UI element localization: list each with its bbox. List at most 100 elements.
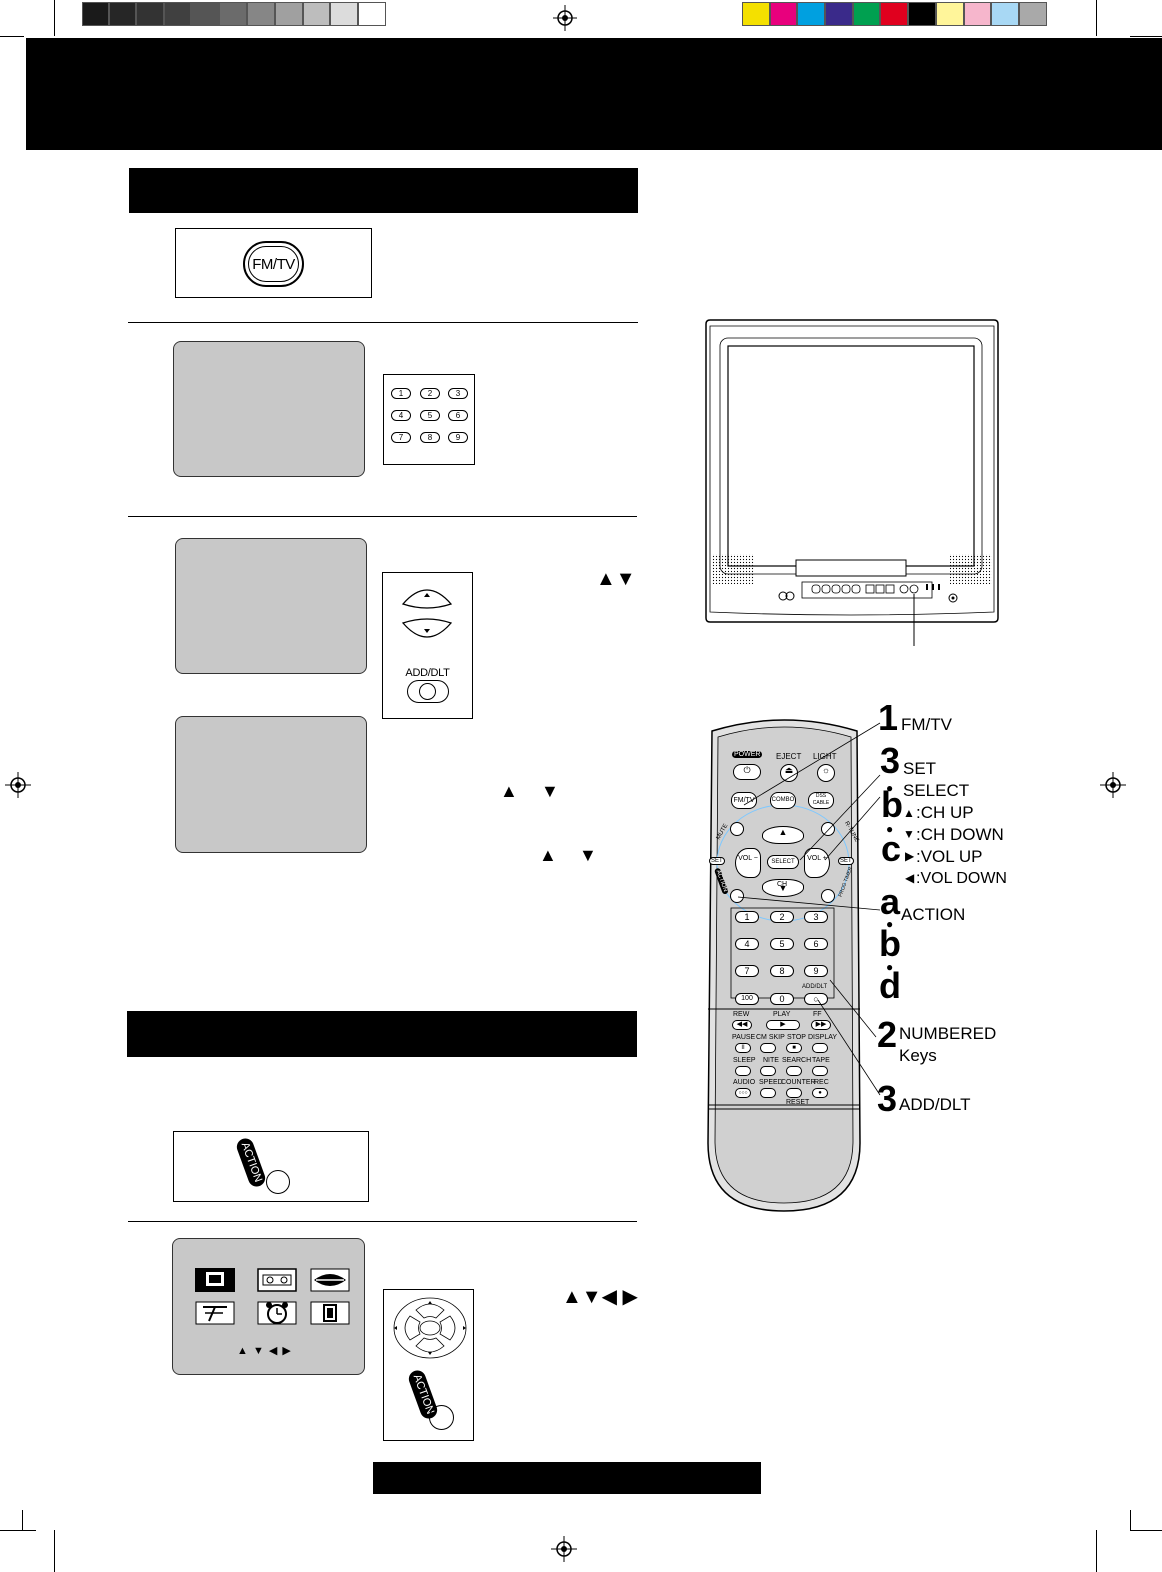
remote-control: POWER ⏻ EJECT ⏏ LIGHT ☼ FM/TV COMBO DSS …	[700, 713, 869, 1213]
callout-dot: ●	[886, 917, 894, 931]
key-5[interactable]: 5	[420, 410, 440, 421]
menu-screen-mockup: ▲ ▼ ◀ ▶	[172, 1238, 365, 1375]
action-button[interactable]	[266, 1170, 290, 1194]
callout-dot: ●	[886, 781, 894, 795]
remote-key-0[interactable]: 0	[770, 993, 794, 1005]
key-4[interactable]: 4	[391, 410, 411, 421]
remote-fmtv-button[interactable]: FM/TV	[731, 792, 757, 809]
light-button[interactable]: ☼	[817, 764, 835, 782]
rew-button[interactable]: ◀◀	[732, 1020, 752, 1030]
remote-ch-down-button[interactable]: ▼	[762, 879, 804, 897]
speed-button[interactable]	[760, 1088, 776, 1098]
callout-c-vol-up: :VOL UP	[916, 847, 983, 866]
crop-mark	[22, 1510, 23, 1530]
eject-button[interactable]: ⏏	[780, 764, 798, 782]
remote-key-9[interactable]: 9	[804, 965, 828, 977]
audio-button[interactable]: ○○○	[735, 1088, 751, 1098]
remote-key-100[interactable]: 100	[735, 993, 759, 1005]
rew-label: REW	[733, 1011, 750, 1018]
vcr-menu-icon	[257, 1268, 297, 1292]
vol-minus-button[interactable]: VOL −	[735, 848, 761, 878]
search-label: SEARCH	[782, 1057, 812, 1064]
nite-button[interactable]	[760, 1066, 776, 1076]
stop-label: STOP	[787, 1034, 806, 1041]
tape-button[interactable]	[812, 1066, 828, 1076]
tv-screen-mockup	[175, 538, 367, 674]
power-button[interactable]: ⏻	[733, 764, 761, 780]
callout-3b-add-dlt: ADD/DLT	[899, 1095, 971, 1114]
counter-button[interactable]	[786, 1088, 802, 1098]
crop-mark	[1130, 1510, 1131, 1530]
remote-action-button[interactable]	[730, 889, 744, 903]
rec-button[interactable]: ●	[812, 1088, 828, 1098]
vol-up-arrow-icon: ▶	[905, 849, 915, 863]
callout-3-set: SET	[903, 759, 937, 778]
remote-key-5[interactable]: 5	[770, 938, 794, 950]
select-button[interactable]: SELECT	[767, 855, 799, 869]
callout-3-number: 3	[880, 740, 901, 781]
pause-button[interactable]: II	[735, 1043, 751, 1053]
crop-mark	[1096, 0, 1097, 36]
step3-up-arrow: ▲	[500, 781, 518, 801]
numbered-keypad-illustration: 1 2 3 4 5 6 7 8 9	[383, 374, 475, 465]
key-3[interactable]: 3	[448, 388, 468, 399]
stop-button[interactable]: ■	[786, 1043, 802, 1053]
cm-skip-button[interactable]	[760, 1043, 776, 1053]
remote-key-3[interactable]: 3	[804, 911, 828, 923]
eject-label: EJECT	[776, 752, 802, 761]
combo-button[interactable]: COMBO	[770, 792, 796, 809]
callout-1-text: FM/TV	[901, 715, 952, 734]
play-button[interactable]: ▶	[766, 1020, 800, 1030]
navigation-illustration: ACTION	[383, 1289, 474, 1441]
set-right-label: SET	[838, 857, 854, 865]
key-7[interactable]: 7	[391, 432, 411, 443]
ch-down-button[interactable]	[400, 615, 454, 645]
r-tune-button[interactable]	[821, 822, 835, 836]
add-dlt-button[interactable]	[407, 680, 449, 703]
remote-add-dlt-button[interactable]: ○	[804, 993, 828, 1005]
callout-a-letter: a	[880, 881, 901, 922]
action-button[interactable]	[429, 1405, 454, 1430]
remote-key-4[interactable]: 4	[735, 938, 759, 950]
key-2[interactable]: 2	[420, 388, 440, 399]
remote-key-2[interactable]: 2	[770, 911, 794, 923]
display-button[interactable]	[812, 1043, 828, 1053]
ff-button[interactable]: ▶▶	[811, 1020, 831, 1030]
prog-timer-button[interactable]	[821, 889, 835, 903]
callout-b-ch-down: :CH DOWN	[916, 825, 1004, 844]
divider	[128, 322, 638, 323]
mute-button[interactable]	[730, 822, 744, 836]
callout-dot: ●	[886, 822, 894, 836]
sleep-button[interactable]	[735, 1066, 751, 1076]
remote-ch-up-button[interactable]: ▲	[762, 826, 804, 844]
remote-key-6[interactable]: 6	[804, 938, 828, 950]
search-button[interactable]	[786, 1066, 802, 1076]
callout-1-number: 1	[878, 697, 899, 738]
key-1[interactable]: 1	[391, 388, 411, 399]
ch-up-arrow-icon: ▲	[903, 806, 915, 820]
speed-label: SPEED	[759, 1079, 783, 1086]
lips-menu-icon	[310, 1268, 350, 1292]
callout-2-keys: Keys	[899, 1046, 937, 1065]
antenna-menu-icon	[195, 1301, 235, 1325]
key-6[interactable]: 6	[448, 410, 468, 421]
tv-screen-mockup	[175, 716, 367, 853]
play-label: PLAY	[773, 1011, 791, 1018]
vol-down-arrow-icon: ◀	[905, 871, 915, 885]
fmtv-button[interactable]: FM/TV	[243, 241, 304, 287]
crop-mark	[0, 1530, 36, 1531]
action-label-pill: ACTION	[234, 1136, 268, 1189]
remote-key-1[interactable]: 1	[735, 911, 759, 923]
dss-cable-button[interactable]: DSS CABLE	[808, 792, 834, 809]
vol-plus-button[interactable]: VOL +	[804, 848, 830, 878]
key-8[interactable]: 8	[420, 432, 440, 443]
key-9[interactable]: 9	[448, 432, 468, 443]
callout-3b-number: 3	[877, 1078, 898, 1119]
step3-arrows-text: ▲▼	[596, 568, 636, 590]
remote-key-7[interactable]: 7	[735, 965, 759, 977]
ch-up-button[interactable]	[400, 582, 454, 612]
direction-pad[interactable]	[392, 1296, 468, 1360]
remote-key-8[interactable]: 8	[770, 965, 794, 977]
tv-vcr-combo-illustration	[705, 319, 999, 646]
callout-b-letter: b	[881, 784, 903, 825]
